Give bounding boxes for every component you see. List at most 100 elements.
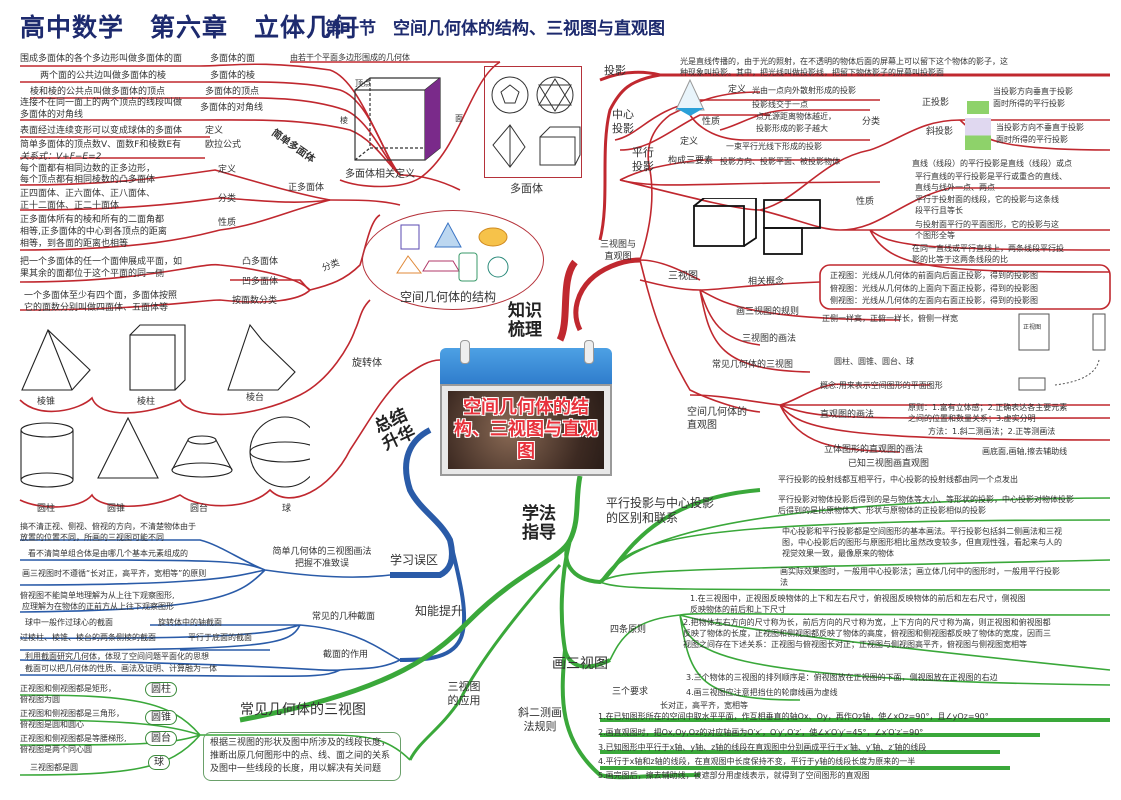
label-prism: 棱柱 [137,397,156,407]
projection-def-line2: 种现象叫投影。其中，把光线叫做投影线，把留下物体影子的屏幕叫投影面 [680,68,944,77]
diff-4: 画实际效果图时，一般用中心投影法；画立体几何中的图形时，一般用平行投影法 [780,567,1060,587]
label-pyramid: 棱锥 [37,397,56,407]
mistake-topic: 简单几何体的三视图画法把握不准致误 [272,547,372,569]
term-vertex-label: 多面体的顶点 [205,87,260,97]
principle-line1: 原则：1.富有立体感；2.正确表达各主要元素 [908,403,1068,412]
cube-diagram [354,77,441,161]
page-title: 高中数学 第六章 立体几何 [20,13,359,42]
parallel-prop-3b: 段平行且等长 [915,206,963,215]
term-face-text: 围成多面体的各个多边形叫做多面体的面 [20,54,183,64]
euler-line2: 关系式：V+F−E=2 [20,152,102,162]
cube-face-label: 面 [455,114,463,123]
improve-label: 知能提升 [415,604,464,618]
parallel-prop-3a: 平行于投射面的线段，它的投影与这条线 [915,195,1059,204]
regular-def-line2: 每个顶点都有相同棱数的凸多面体 [20,175,156,185]
intuitive-concept: 概念:用来表示空间图形的平面图形 [820,381,943,390]
parallel-prop-1: 直线（线段）的平行投影是直线（线段）或点 [912,159,1072,168]
parallel-prop-label: 性质 [856,197,875,207]
branch-method: 学法指导 [522,504,556,543]
euler-label: 欧拉公式 [205,140,242,150]
polyhedron-definition: 由若干个平面多边形围成的几何体 [290,53,410,62]
polyhedra-icons [491,76,581,168]
center-calendar: 空间几何体的结构、三视图与直观图 [440,340,612,476]
rotation-body-label: 旋转体 [352,358,382,369]
oblique-rule-3: 3.已知图形中平行于x轴、y轴、z轴的线段在直观图中分别画成平行于x′轴、y′轴… [598,743,927,752]
principle-line2: 之间的位置和数量关系；3.虚实分明 [908,414,1036,423]
regular-prop-line1: 正多面体所有的棱和所有的二面角都 [20,215,165,225]
four-rules-label: 四条原则 [610,625,647,635]
diff-1: 平行投影的投射线都互相平行，中心投影的投射线都由同一个点发出 [778,475,1018,484]
regular-class-line2: 正十二面体、正二十面体 [20,201,120,211]
mistake-3: 画三视图时不遵循“长对正，高平齐，宽相等”的原则 [22,569,207,578]
three-view-box-diagram [693,198,821,255]
rule-label: 画三视图的规则 [736,307,800,317]
convex-line2: 果其余的面都位于这个平面的同一侧 [20,269,165,279]
polyhedron-box-label: 多面体 [510,182,543,195]
common-views-label: 常见几何体的三视图 [712,360,794,370]
term-face-label: 多面体的面 [210,54,256,64]
solid-drawing-label: 立体图形的直观图的画法 [824,445,924,455]
mistake-1a: 搞不清正视、侧视、俯视的方向，不清楚物体由于 [20,522,196,531]
three-view-layout-diagram [1018,313,1106,391]
projection-def-line1: 光是直线传播的，由于光的照射，在不透明的物体后面的屏幕上可以留下这个物体的影子，… [680,57,1008,66]
rule-2: 2.把物体左右方向的尺寸称为长，前后方向的尺寸称为宽，上下方向的尺寸称为高，则正… [683,618,1051,649]
label-cylinder: 圆柱 [37,504,56,514]
oblique-icon [965,118,991,150]
method-label: 三视图的画法 [742,334,797,344]
section-use-1: 利用截面研究几何体，体现了空间问题平面化的思想 [25,652,209,661]
ortho-line2: 面时所得的平行投影 [993,99,1065,108]
label-cone: 圆锥 [107,504,126,514]
parallel-prop-2a: 平行直线的平行投影是平行或重合的直线、 [915,172,1067,181]
calendar-body: 空间几何体的结构、三视图与直观图 [440,384,612,476]
central-prop-label: 性质 [702,117,721,127]
concept-top: 俯视图：光线从几何体的上面向下面正投影，得到的投影图 [830,284,1038,293]
draw-views-label: 画三视图 [552,656,608,672]
sphere-tag: 球 [148,755,170,770]
section-use-label: 截面的作用 [323,650,369,660]
section-4: 平行于底面的截面 [188,633,252,642]
structure-oval-label: 空间几何体的结构 [400,290,497,304]
diff-2: 平行投影对物体投影后得到的是与物体等大小、等形状的投影，中心投影对物体投影后得到… [778,495,1074,515]
oblique-rule-2: 2.画直观图时，把Ox,Oy,Oz的对应轴画为O′x′，O′y′,O′z′，使∠… [598,728,924,737]
calendar-ring-icon [584,340,594,364]
ortho-line1: 当投影方向垂直于投影 [993,87,1073,96]
branch-knowledge: 知识梳理 [508,301,542,340]
section-2: 旋转体中的轴截面 [158,618,222,627]
central-def: 光由一点向外散射形成的投影 [752,86,856,95]
common-views-section-label: 常见几何体的三视图 [240,702,366,718]
central-def-label: 定义 [728,85,747,95]
orthographic-label: 正投影 [922,98,950,108]
parallel-def: 一束平行光线下形成的投影 [726,142,822,151]
byface-line1: 一个多面体至少有四个面，多面体按照 [24,291,178,301]
parallel-prop-4b: 个图形全等 [915,231,955,240]
three-view-label: 三视图 [668,271,698,282]
cone-views-line2: 俯视图是圆和圆心 [20,720,84,729]
parallel-projection-label: 平行投影 [632,146,654,173]
concave-label: 凹多面体 [242,277,279,287]
convex-label: 凸多面体 [242,257,279,267]
byface-label: 按面数分类 [232,296,278,306]
label-truncated-cone: 圆台 [190,504,209,514]
three-req-label: 三个要求 [612,687,649,697]
frustum-tag: 圆台 [145,731,177,746]
cone-tag: 圆锥 [145,710,177,725]
sphere-views-line1: 三视图都是圆 [30,763,78,772]
diff-label: 平行投影与中心投影的区别和联系 [606,496,715,525]
oblique-line1: 当投影方向不垂直于投影 [996,123,1084,132]
page-subtitle: 第一节 空间几何体的结构、三视图与直观图 [325,19,665,39]
label-frustum: 棱台 [246,393,265,403]
intuitive-method: 方法：1.斜二测画法；2.正等测画法 [928,427,1056,436]
cube-vertex-label: 顶点 [355,79,371,88]
diff-3: 中心投影和平行投影都是空间图形的基本画法。平行投影包括斜二侧画法和三视图，中心投… [782,527,1062,558]
cylinder-tag: 圆柱 [145,682,177,697]
mistake-2: 看不清简单组合体是由哪几个基本元素组成的 [28,549,188,558]
polyhedron-box [484,66,582,178]
term-edge-text: 两个面的公共边叫做多面体的棱 [40,71,167,81]
projection-label: 投影 [604,64,626,77]
three-req-text: 长对正，高平齐，宽相等 [660,701,748,710]
regular-class-label: 分类 [218,194,237,204]
application-text-box: 根据三视图的形状及图中所涉及的线段长度，推断出原几何图形中的点、线、面之间的关系… [203,732,401,781]
frustum-views-line2: 俯视图是两个同心圆 [20,745,92,754]
structure-oval [362,210,544,310]
